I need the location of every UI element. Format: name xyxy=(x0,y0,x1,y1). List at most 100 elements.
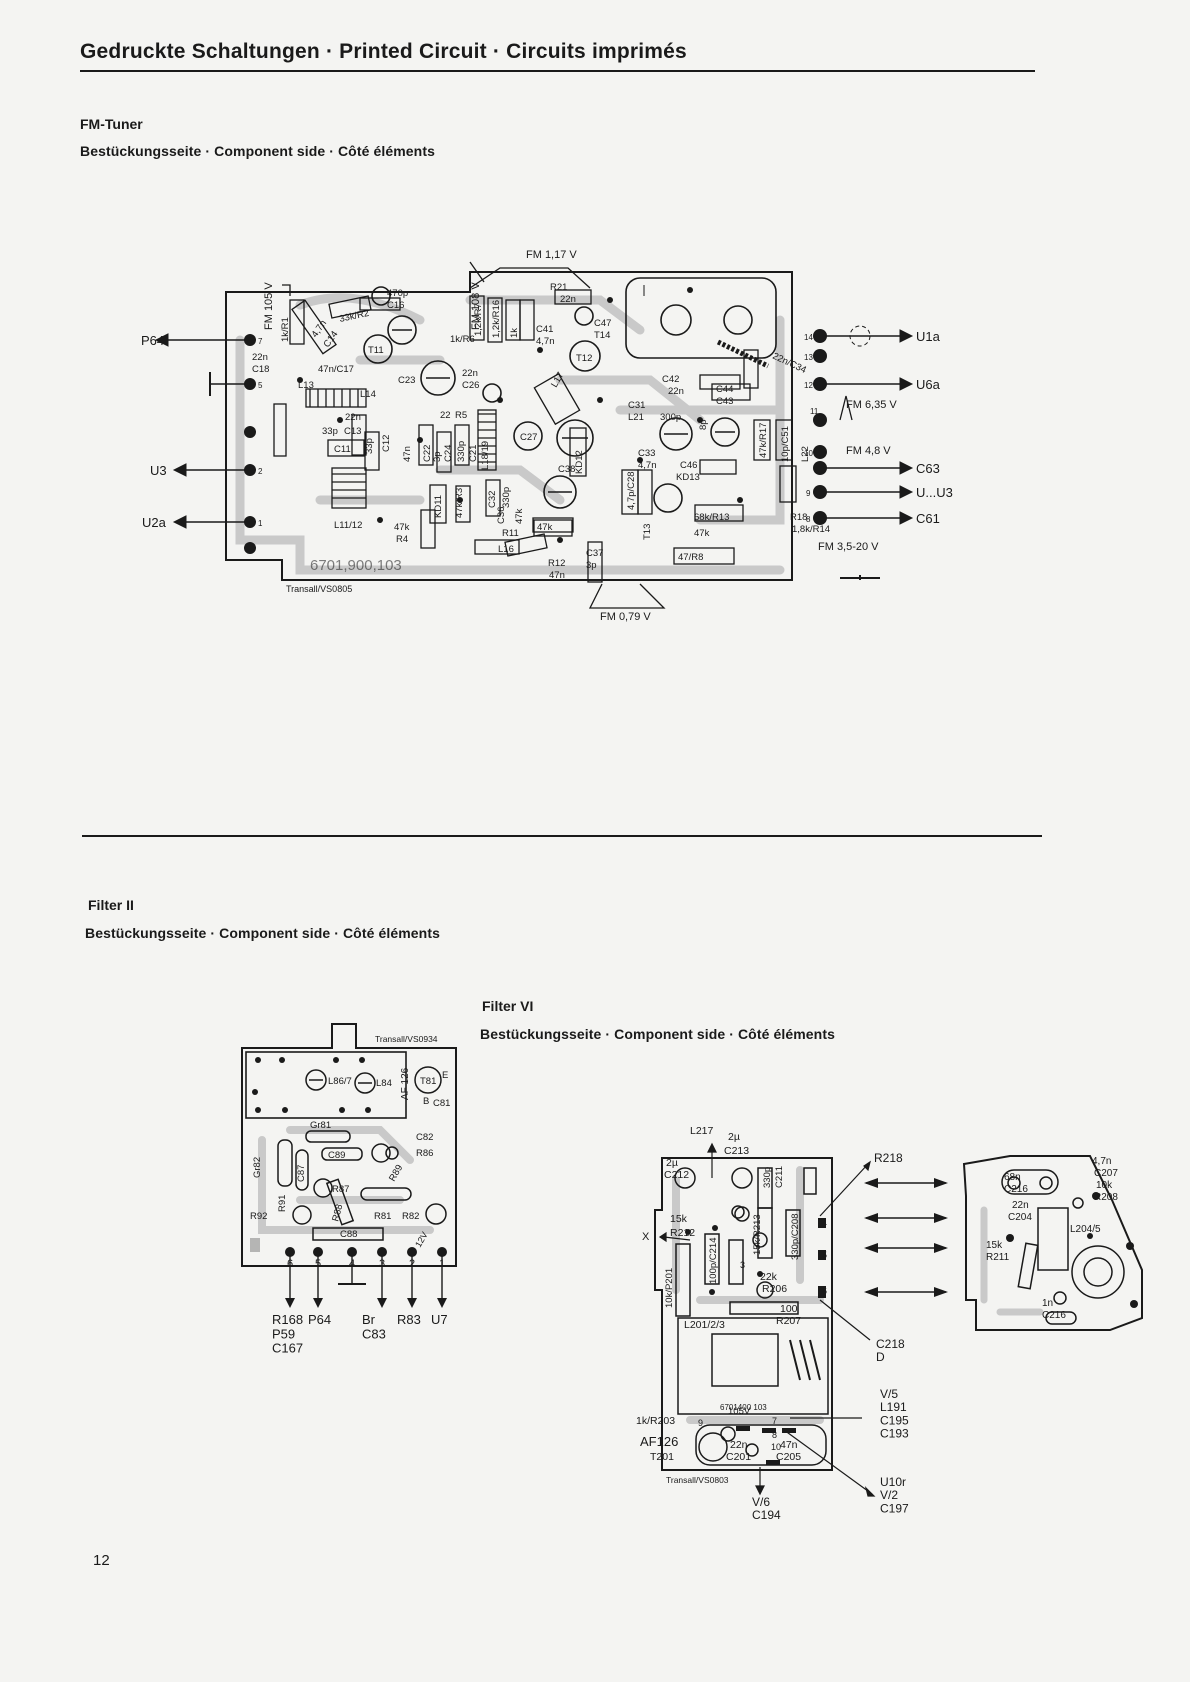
component-label: 22n xyxy=(668,386,684,397)
component-label: 47k/R3 xyxy=(454,488,465,518)
component-label: R89 xyxy=(387,1163,405,1184)
pin-number: 8 xyxy=(772,1430,777,1440)
page-title: Gedruckte Schaltungen · Printed Circuit … xyxy=(80,40,687,63)
pin-numbers: 7 5 2 1 14 13 12 11 10 9 8 xyxy=(258,333,819,528)
connection-label: R83 xyxy=(397,1312,421,1327)
component-label: R208 xyxy=(1094,1192,1118,1203)
component-label: C31 xyxy=(628,400,645,411)
component-label: L84 xyxy=(376,1078,392,1089)
component-label: 1,2k/R7 xyxy=(473,303,484,336)
component-label: 22n xyxy=(252,352,268,363)
component-label: 1k/R203 xyxy=(636,1415,675,1427)
pin-number: 2 xyxy=(258,467,263,476)
component-label: R12 xyxy=(548,558,565,569)
component-label: 22 xyxy=(440,410,451,421)
section-divider xyxy=(82,835,1042,837)
connector-label: U1a xyxy=(916,329,941,344)
component-label: C23 xyxy=(398,375,415,386)
pin-number: 4 xyxy=(822,1218,827,1228)
component-label: L13 xyxy=(298,380,314,391)
component-label: L21 xyxy=(628,412,644,423)
board-mark: Transall/VS0934 xyxy=(375,1034,438,1044)
component-label: L11/12 xyxy=(334,520,362,531)
filter6-labels: L217 2µ C213 2µ C212 15k R212 15k/R213 3… xyxy=(636,1125,1118,1522)
component-label: 15k xyxy=(986,1240,1003,1251)
component-label: R211 xyxy=(986,1252,1010,1263)
component-label: 1n xyxy=(1042,1298,1053,1309)
component-label: 4,7n xyxy=(1092,1156,1111,1167)
component-label: 1,8k/R14 xyxy=(792,524,830,535)
component-label: C42 xyxy=(662,374,679,385)
component-label: C88 xyxy=(340,1229,357,1240)
component-label: R82 xyxy=(402,1211,419,1222)
component-label: AF126 xyxy=(640,1434,678,1449)
component-label: R91 xyxy=(277,1195,288,1212)
pin-number: 7 xyxy=(258,337,263,346)
component-label: 22n xyxy=(345,412,361,423)
pin-number: 6 xyxy=(822,1286,827,1296)
component-label: R206 xyxy=(762,1283,787,1295)
pin-number: 6 xyxy=(287,1258,293,1270)
component-label: 15k xyxy=(670,1213,688,1225)
pin-number: 8 xyxy=(806,515,811,524)
component-label: C212 xyxy=(664,1169,689,1181)
board-number: 6701,900,103 xyxy=(310,557,402,574)
component-label: Gr81 xyxy=(310,1120,331,1131)
component-label: C36 xyxy=(496,507,507,524)
component-label: L22 xyxy=(800,446,811,462)
connector-label: U2a xyxy=(142,515,167,530)
connector-label: U...U3 xyxy=(916,485,953,500)
voltage-label: FM 105 V xyxy=(263,282,275,330)
pin-number: 3 xyxy=(740,1260,745,1270)
component-label: L16 xyxy=(498,544,514,555)
component-label: 47k/R17 xyxy=(758,423,769,458)
pin-number: 12 xyxy=(804,381,813,390)
filter6-title: Filter VI xyxy=(482,998,534,1014)
component-label: C13 xyxy=(344,426,361,437)
component-label: 47n xyxy=(402,446,413,462)
component-label: R18 xyxy=(790,512,807,523)
component-label: 105V xyxy=(728,1406,751,1417)
component-label: 22n xyxy=(560,294,576,305)
component-label: 8p xyxy=(698,419,709,430)
connector-label: C63 xyxy=(916,461,940,476)
component-label: C41 xyxy=(536,324,553,335)
component-label: 47k xyxy=(694,528,710,539)
component-label: C38 xyxy=(558,464,575,475)
connector-label: U3 xyxy=(150,463,167,478)
pin-number: 9 xyxy=(698,1418,703,1428)
component-label: R81 xyxy=(374,1211,391,1222)
filter6-board xyxy=(654,1142,1143,1497)
component-label: 10p/C51 xyxy=(780,426,791,462)
component-label: T11 xyxy=(368,345,384,356)
component-label: R4 xyxy=(396,534,408,545)
component-label: X xyxy=(642,1231,650,1243)
component-label: L204/5 xyxy=(1070,1224,1101,1235)
filter2-board xyxy=(241,1023,457,1308)
filter2-labels: Transall/VS0934 L86/7 L84 AF 126 T81 E B… xyxy=(250,1034,450,1356)
connector-label: C61 xyxy=(916,511,940,526)
component-label: C18 xyxy=(252,364,269,375)
component-label: C24 xyxy=(443,445,454,462)
component-label: C87 xyxy=(296,1165,307,1182)
component-label: R86 xyxy=(416,1148,433,1159)
component-label: KD13 xyxy=(676,472,700,483)
component-label: 4,7n xyxy=(638,460,657,471)
component-label: C213 xyxy=(724,1145,749,1157)
component-label: C26 xyxy=(462,380,479,391)
component-label: 330p xyxy=(501,487,512,508)
component-label: C204 xyxy=(1008,1212,1032,1223)
component-label: 47/R8 xyxy=(678,552,703,563)
pin-number: 4 xyxy=(349,1258,355,1270)
voltage-label: FM 0,79 V xyxy=(600,611,651,623)
component-label: KD11 xyxy=(433,495,444,518)
component-label: C46 xyxy=(680,460,697,471)
component-label: C44 xyxy=(716,384,733,395)
board-number: 6701400 103 xyxy=(720,1403,767,1412)
component-label: 3p xyxy=(432,451,443,462)
component-label: T81 xyxy=(420,1076,436,1087)
component-label: 33p xyxy=(364,438,375,454)
component-label: R207 xyxy=(776,1315,801,1327)
